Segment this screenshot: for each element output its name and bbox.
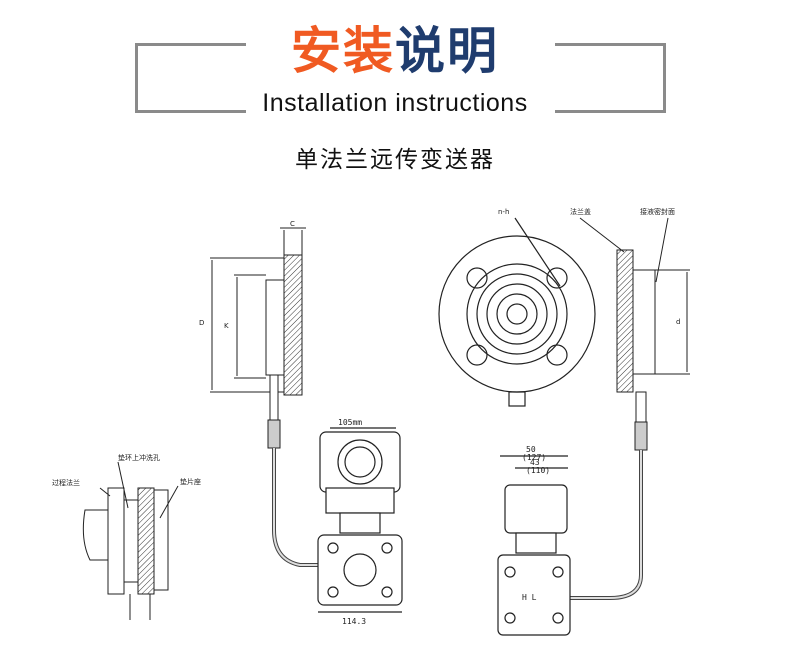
dim-d-outer-label: D (199, 319, 204, 327)
transmitter-side-view (497, 455, 571, 636)
dim-127-label: (127) (522, 453, 546, 462)
capillary-left (267, 419, 318, 567)
transmitter-center (317, 427, 403, 613)
dim-d-seal-label: d (676, 318, 680, 326)
label-hl: H L (522, 593, 537, 602)
dim-50-label: 50 (526, 445, 536, 454)
label-holes: n-h (498, 208, 509, 216)
flange-side-view (210, 227, 306, 421)
dim-114-label: 114.3 (342, 617, 366, 626)
title-orange: 安装 (291, 22, 395, 80)
title-bracket-left (135, 43, 246, 113)
label-process-flange: 过程法兰 (52, 478, 80, 487)
dim-43-label: 43 (530, 458, 540, 467)
diaphragm-front-view (438, 217, 596, 407)
title-navy: 说明 (395, 22, 499, 80)
dim-c-label: C (290, 220, 295, 228)
product-name: 单法兰远传变送器 (295, 147, 495, 173)
mounting-detail (82, 461, 179, 620)
label-wetted-face: 接液密封面 (640, 207, 675, 216)
label-gasket: 垫片座 (180, 477, 201, 486)
capillary-right (565, 421, 648, 600)
dim-110-label: (110) (526, 466, 550, 475)
dim-105mm-label: 105mm (338, 418, 362, 427)
title-english: Installation instructions (262, 89, 528, 117)
page-title: 安装说明 (0, 20, 790, 82)
dim-k-label: K (224, 322, 229, 330)
label-flush-ring: 垫环上冲洗孔 (118, 453, 160, 462)
label-flange-cover: 法兰盖 (570, 207, 591, 216)
title-bracket-right (555, 43, 666, 113)
flange-section-right (579, 217, 690, 423)
